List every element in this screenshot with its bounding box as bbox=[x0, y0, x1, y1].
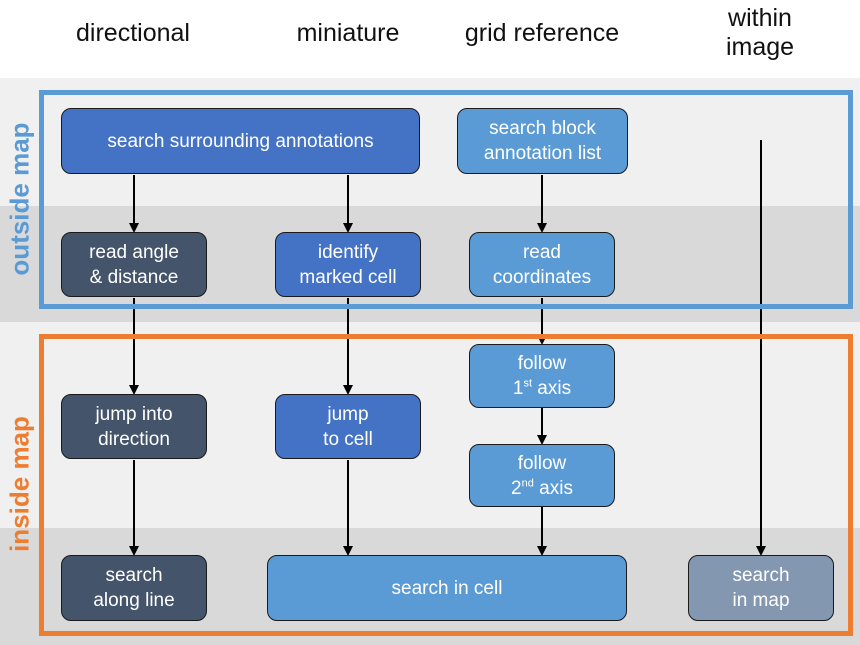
node-jump-to-cell: jump to cell bbox=[275, 394, 421, 459]
node-search-surrounding-annotations: search surrounding annotations bbox=[61, 108, 420, 174]
node-label-line1: follow bbox=[517, 353, 567, 374]
node-label: jump into direction bbox=[95, 403, 173, 450]
node-label-line1: follow bbox=[517, 452, 567, 474]
node-read-coordinates: read coordinates bbox=[469, 232, 615, 297]
node-label: read coordinates bbox=[492, 241, 592, 288]
inside-map-label: inside map bbox=[4, 416, 35, 552]
node-label: search along line bbox=[93, 565, 175, 611]
node-label: jump to cell bbox=[323, 403, 373, 450]
inside-map-frame bbox=[39, 334, 853, 636]
node-label: search in map bbox=[732, 565, 790, 611]
node-label: search surrounding annotations bbox=[107, 130, 374, 152]
node-search-along-line: search along line bbox=[61, 555, 207, 621]
column-header-directional: directional bbox=[76, 19, 190, 47]
node-follow-second-axis: follow 2nd axis bbox=[469, 444, 615, 507]
node-label-line2: 1st axis bbox=[512, 377, 572, 399]
node-search-block-annotation-list: search block annotation list bbox=[457, 108, 628, 174]
node-search-in-cell: search in cell bbox=[267, 555, 627, 621]
column-header-grid-reference: grid reference bbox=[464, 19, 620, 47]
node-label-line2: 2nd axis bbox=[511, 477, 573, 499]
node-label: search in cell bbox=[391, 577, 503, 599]
outside-map-frame bbox=[39, 90, 853, 309]
node-identify-marked-cell: identify marked cell bbox=[275, 232, 421, 297]
column-header-miniature: miniature bbox=[296, 19, 400, 47]
node-jump-into-direction: jump into direction bbox=[61, 394, 207, 459]
node-search-in-map: search in map bbox=[688, 555, 834, 621]
column-header-within-image: within image bbox=[725, 4, 795, 61]
node-label: identify marked cell bbox=[299, 241, 397, 288]
node-follow-first-axis: follow 1st axis bbox=[469, 344, 615, 408]
outside-map-label: outside map bbox=[4, 122, 35, 276]
node-label: read angle & distance bbox=[89, 241, 179, 288]
node-read-angle-distance: read angle & distance bbox=[61, 232, 207, 297]
node-label: search block annotation list bbox=[483, 118, 602, 164]
